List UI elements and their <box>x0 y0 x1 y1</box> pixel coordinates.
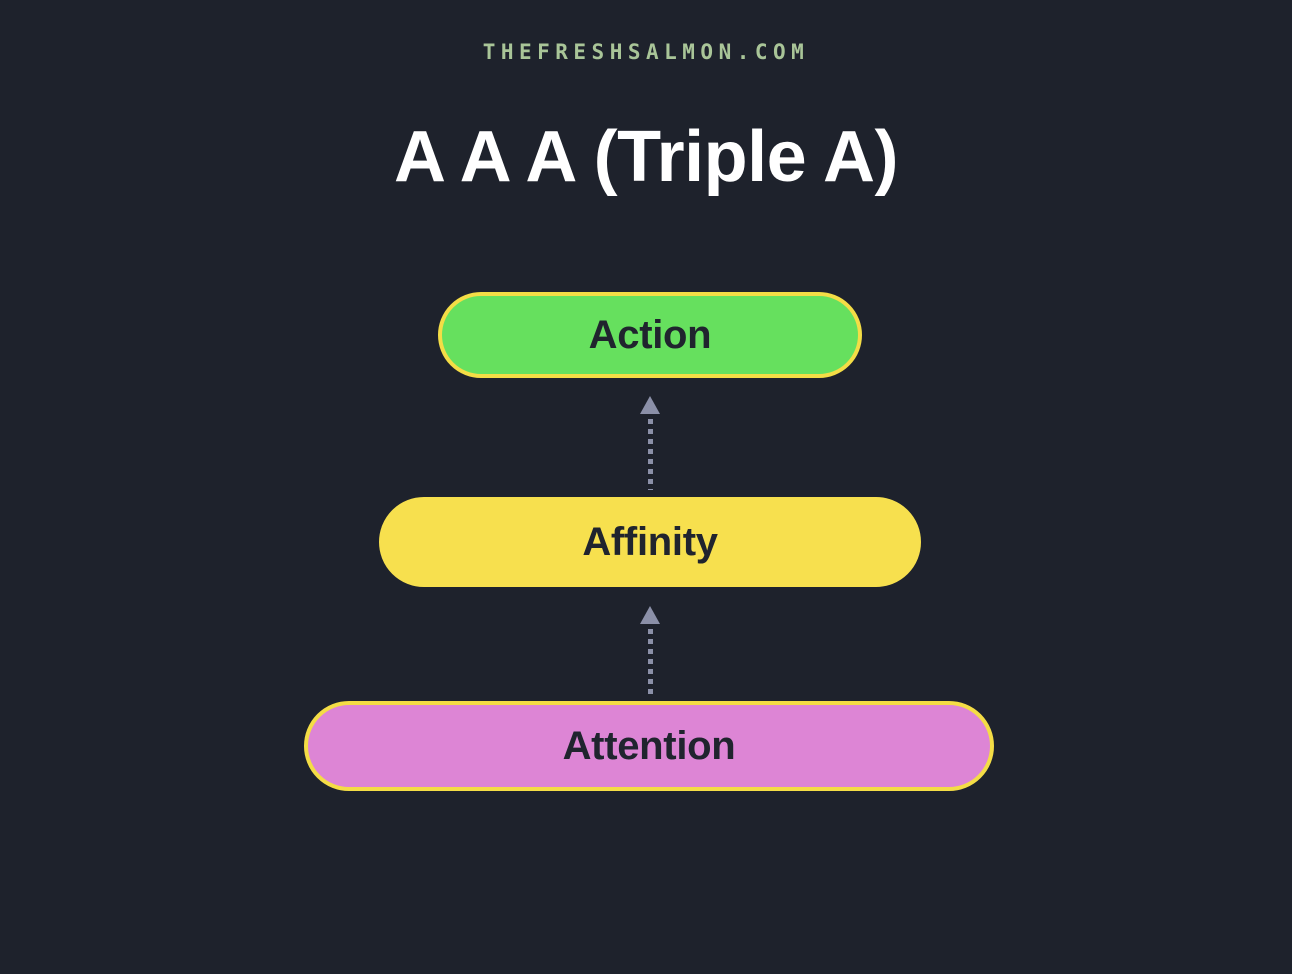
node-affinity-label: Affinity <box>582 519 718 564</box>
arrow-up-icon <box>640 396 660 414</box>
node-action[interactable]: Action <box>438 292 862 378</box>
node-attention[interactable]: Attention <box>304 701 994 791</box>
node-attention-label: Attention <box>562 723 736 768</box>
connector-affinity-to-action <box>638 396 662 490</box>
site-url-watermark: THEFRESHSALMON.COM <box>482 40 810 64</box>
dotted-line <box>647 629 653 698</box>
arrow-up-icon <box>640 606 660 624</box>
page-title: A A A (Triple A) <box>394 117 898 197</box>
dotted-line <box>647 419 653 490</box>
node-affinity[interactable]: Affinity <box>379 497 921 587</box>
node-action-label: Action <box>588 312 712 357</box>
connector-attention-to-affinity <box>638 606 662 698</box>
